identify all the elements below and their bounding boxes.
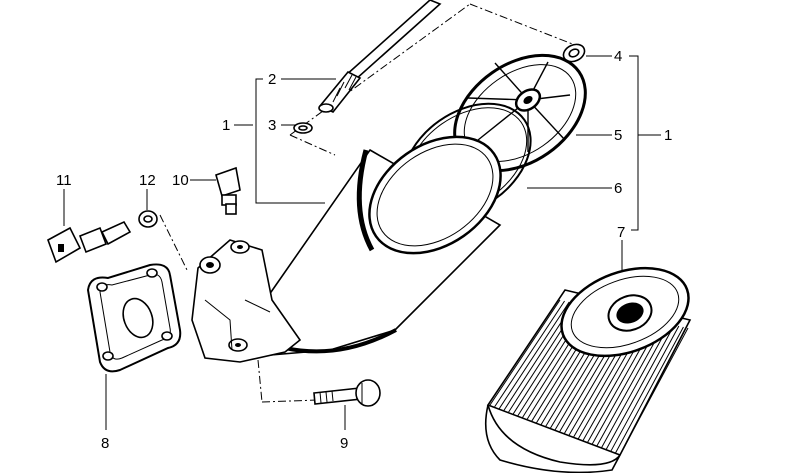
mount-bolt (313, 379, 381, 407)
label-part-6: 6 (614, 180, 622, 197)
leader-lines (63, 55, 661, 430)
gasket (86, 263, 182, 373)
label-part-5: 5 (614, 127, 622, 144)
label-part-1-right: 1 (664, 127, 672, 144)
assembly-axes (159, 3, 576, 403)
label-part-9: 9 (340, 435, 348, 452)
filter-housing (261, 135, 502, 356)
long-bolt (318, 0, 442, 113)
label-part-7: 7 (617, 224, 625, 241)
filter-mount-base (191, 239, 302, 363)
label-part-2: 2 (268, 71, 276, 88)
label-part-4: 4 (614, 48, 622, 65)
small-washer (293, 122, 313, 134)
top-washer (562, 43, 586, 63)
filter-element (484, 266, 692, 473)
label-part-10: 10 (172, 172, 189, 189)
label-part-12: 12 (139, 172, 156, 189)
temperature-sensor (47, 220, 132, 264)
label-part-11: 11 (56, 172, 72, 189)
label-part-8: 8 (101, 435, 109, 452)
filter-cover (453, 53, 587, 173)
label-part-1-left: 1 (222, 117, 230, 134)
seal-ring (138, 210, 158, 228)
pressure-switch (215, 166, 241, 215)
part-labels: 1 1 2 3 4 5 6 7 8 9 10 11 12 (56, 48, 672, 452)
label-part-3: 3 (268, 117, 276, 134)
